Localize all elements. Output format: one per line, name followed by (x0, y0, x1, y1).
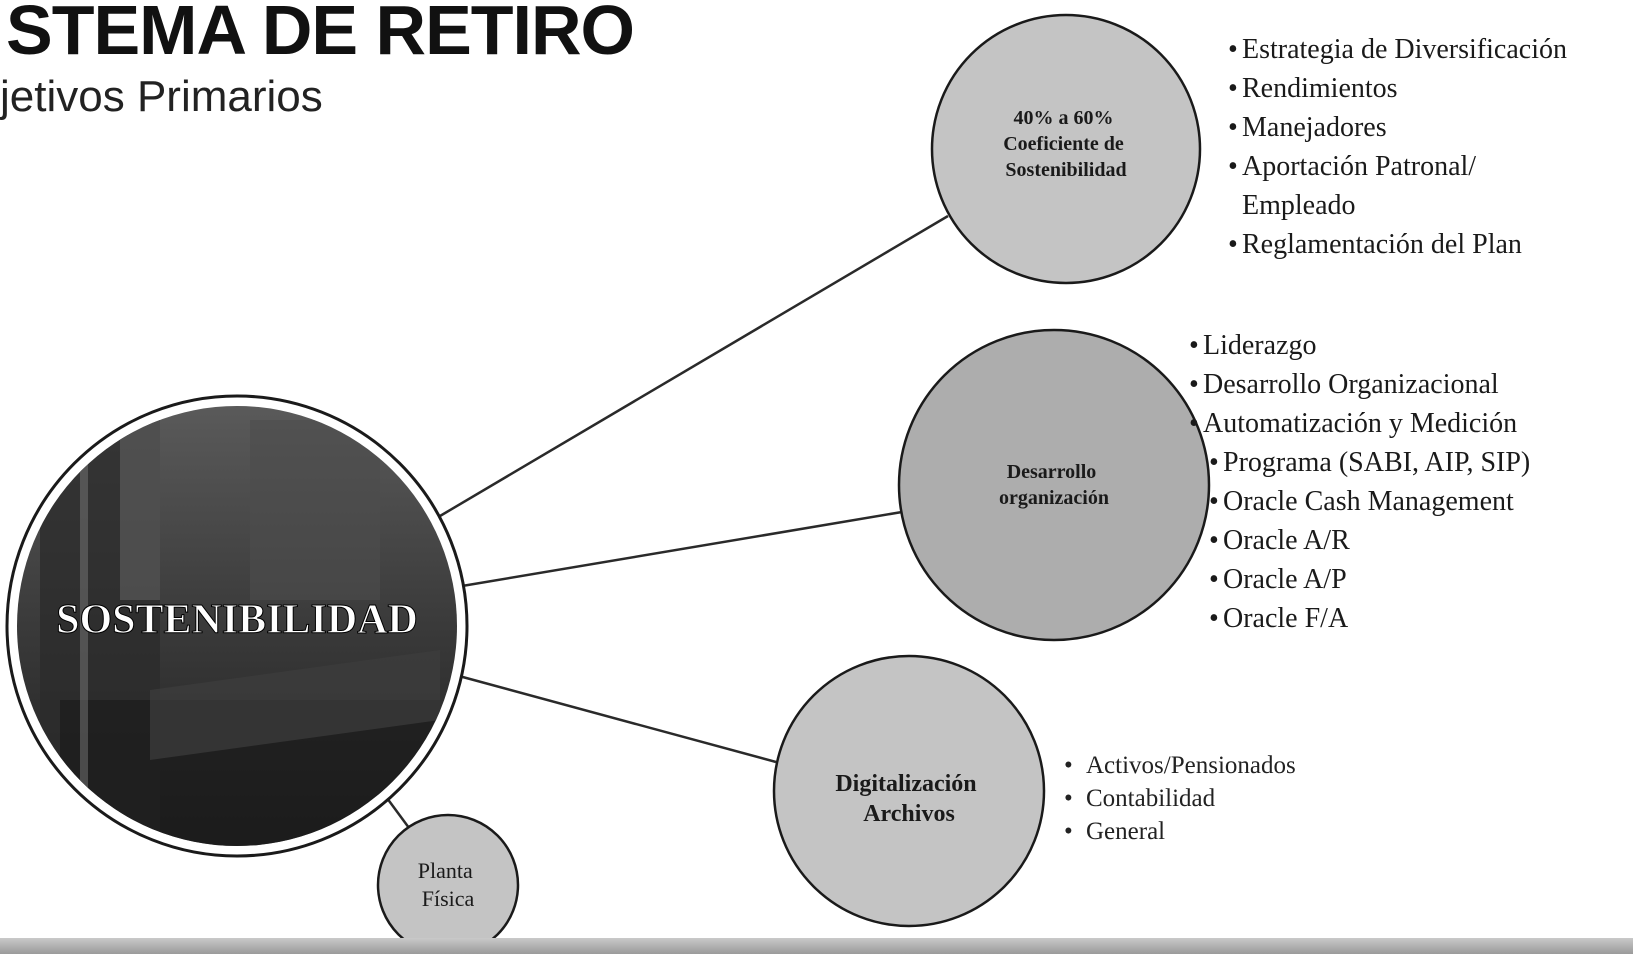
node-sostenibilidad-line-2: Coeficiente de (1003, 133, 1124, 155)
list-item: Aportación Patronal/Empleado (1228, 147, 1567, 225)
node-desarrollo: Desarrollo organización (897, 328, 1211, 642)
node-sostenibilidad: 40% a 60% Coeficiente de Sostenibilidad (930, 13, 1202, 285)
connector-desarrollo (461, 510, 903, 588)
connector-digitalizacion (458, 674, 777, 764)
node-sostenibilidad-line-3: Sostenibilidad (1005, 159, 1126, 181)
list-item-line-2: Empleado (1242, 190, 1356, 221)
list-item: Oracle A/P (1209, 560, 1530, 599)
node-digitalizacion-line-1: Digitalización (835, 771, 976, 797)
list-sostenibilidad: Estrategia de Diversificación Rendimient… (1228, 30, 1567, 264)
list-desarrollo: Liderazgo Desarrollo Organizacional Auto… (1189, 326, 1530, 638)
node-desarrollo-line-1: Desarrollo (1007, 461, 1097, 483)
list-item: Desarrollo Organizacional (1189, 365, 1530, 404)
list-item: Liderazgo (1189, 326, 1530, 365)
list-item: Manejadores (1228, 108, 1567, 147)
slide-title: STEMA DE RETIRO (6, 0, 635, 69)
svg-text:40% a 60% Coeficiente: 40% a 60% Coeficiente de Sostenibilidad (1003, 107, 1129, 181)
list-item: General (1064, 815, 1296, 848)
list-digitalizacion: Activos/Pensionados Contabilidad General (1064, 749, 1296, 848)
svg-text:Digitalización Archivo: Digitalización Archivos (835, 771, 982, 827)
list-item-line-1: Aportación Patronal/ (1242, 151, 1477, 182)
svg-text:Planta Física: Planta Física (418, 858, 479, 911)
node-planta: Planta Física (376, 813, 520, 954)
list-item: Programa (SABI, AIP, SIP) (1209, 443, 1530, 482)
list-item: Rendimientos (1228, 69, 1567, 108)
list-item: Oracle F/A (1209, 599, 1530, 638)
list-item: Contabilidad (1064, 782, 1296, 815)
node-planta-line-2: Física (422, 886, 475, 911)
svg-text:Desarrollo organizació: Desarrollo organización (999, 461, 1109, 509)
list-item: Reglamentación del Plan (1228, 225, 1567, 264)
node-desarrollo-line-2: organización (999, 487, 1109, 509)
slide-subtitle: jetivos Primarios (0, 72, 323, 121)
list-item: Oracle A/R (1209, 521, 1530, 560)
bottom-bar (0, 938, 1633, 954)
node-planta-line-1: Planta (418, 858, 473, 883)
node-digitalizacion: Digitalización Archivos (772, 654, 1046, 928)
list-item: Activos/Pensionados (1064, 749, 1296, 782)
node-sostenibilidad-line-1: 40% a 60% (1014, 107, 1114, 129)
list-item: Estrategia de Diversificación (1228, 30, 1567, 69)
node-digitalizacion-line-2: Archivos (863, 801, 955, 827)
list-item: Automatización y Medición (1189, 404, 1530, 443)
connector-sostenibilidad (439, 214, 949, 518)
hub-node: SOSTENIBILIDAD (5, 394, 469, 858)
hub-label: SOSTENIBILIDAD (56, 597, 418, 643)
list-item: Oracle Cash Management (1209, 482, 1530, 521)
